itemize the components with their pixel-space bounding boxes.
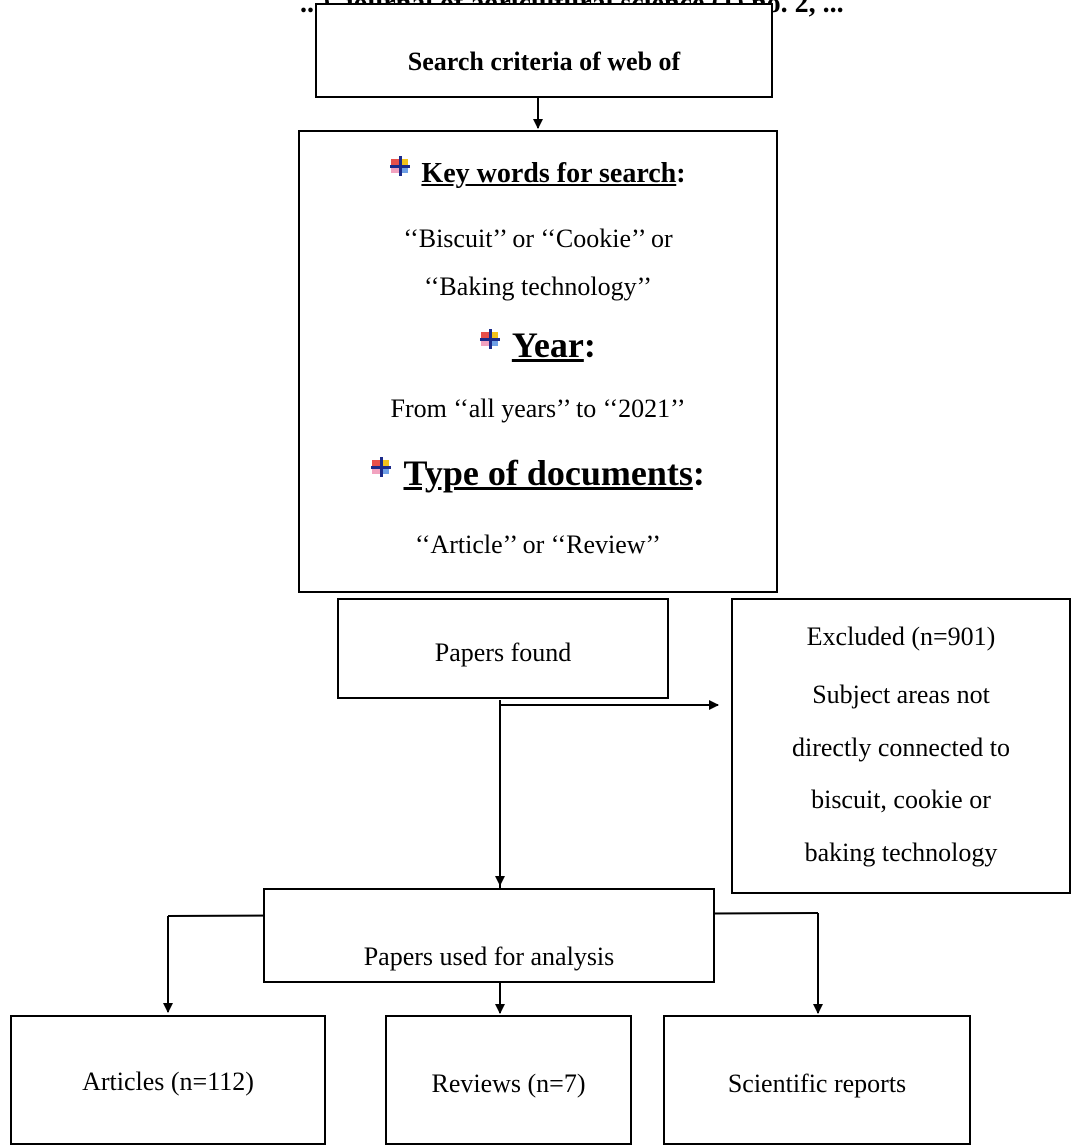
keywords-heading: Key words for search: (300, 156, 776, 190)
excluded-line-4: baking technology (804, 838, 998, 867)
reviews-label: Reviews (n=7) (431, 1069, 586, 1098)
keywords-label: Key words for search (421, 158, 677, 189)
type-heading: Type of documents: (300, 452, 776, 494)
criteria-box: Key words for search: ‘‘Biscuit’’ or ‘‘C… (298, 130, 778, 593)
type-colon: : (692, 453, 705, 493)
year-value: From ‘‘all years’’ to ‘‘2021’’ (390, 394, 686, 423)
reviews-box: Reviews (n=7) (385, 1015, 632, 1145)
excluded-title: Excluded (n=901) (806, 622, 996, 651)
papers-analysis-box: Papers used for analysis (263, 888, 715, 983)
windows-bullet-icon (480, 329, 501, 349)
papers-analysis-label: Papers used for analysis (363, 942, 615, 971)
year-colon: : (583, 325, 596, 365)
papers-found-box: Papers found (337, 598, 669, 699)
search-criteria-title: Search criteria of web of (407, 47, 681, 76)
keywords-line-1: ‘‘Biscuit’’ or ‘‘Cookie’’ or (403, 224, 673, 253)
excluded-box: Excluded (n=901) Subject areas not direc… (731, 598, 1071, 894)
excluded-line-2: directly connected to (791, 733, 1011, 762)
windows-bullet-icon (390, 156, 411, 176)
articles-box: Articles (n=112) (10, 1015, 326, 1145)
papers-found-label: Papers found (434, 638, 572, 667)
type-label: Type of documents (403, 453, 693, 493)
reports-box: Scientific reports (663, 1015, 971, 1145)
keywords-line-2: ‘‘Baking technology’’ (424, 272, 652, 301)
keywords-colon: : (676, 158, 686, 189)
year-label: Year (511, 325, 584, 365)
articles-label: Articles (n=112) (82, 1067, 254, 1096)
search-criteria-box: Search criteria of web of (315, 3, 773, 98)
excluded-line-3: biscuit, cookie or (811, 785, 991, 814)
reports-label: Scientific reports (727, 1069, 907, 1098)
year-heading: Year: (300, 324, 776, 366)
type-value: ‘‘Article’’ or ‘‘Review’’ (415, 530, 661, 559)
excluded-line-1: Subject areas not (812, 680, 990, 709)
windows-bullet-icon (371, 457, 392, 477)
